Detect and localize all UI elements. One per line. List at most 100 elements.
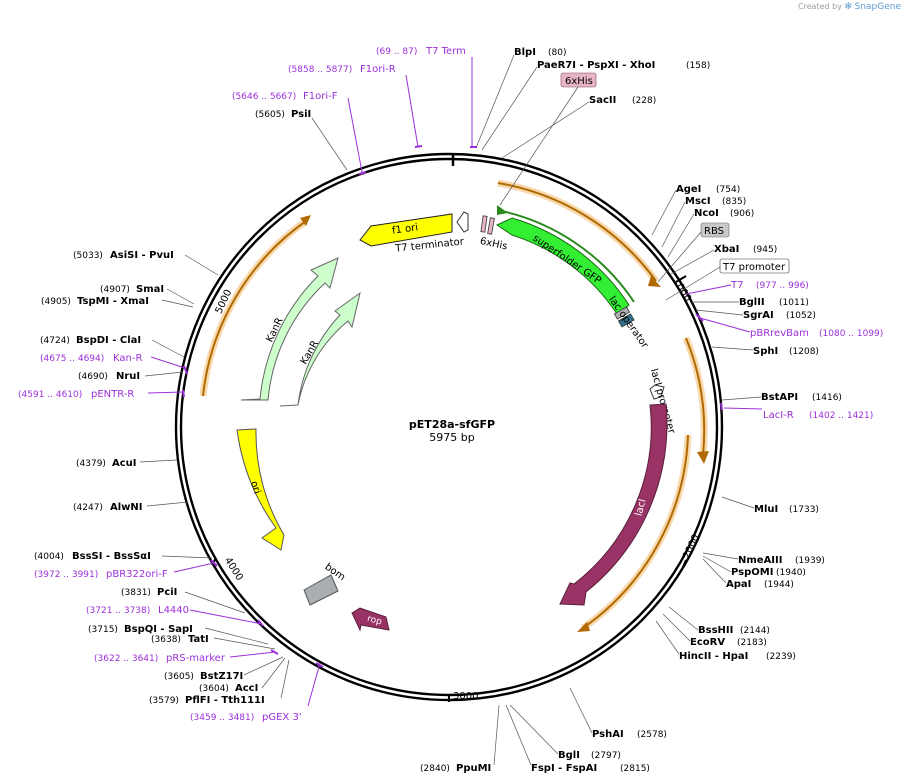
svg-text:PshAI: PshAI [592, 729, 624, 740]
enzyme-paer7i[interactable]: PaeR7I - PspXI - XhoI (158) [537, 60, 710, 71]
rop-feature[interactable] [351, 607, 390, 632]
primer-f1orir[interactable]: (5858 .. 5877) F1ori-R [288, 64, 396, 75]
svg-text:(4591 .. 4610): (4591 .. 4610) [18, 390, 82, 400]
lac-operator-box[interactable] [613, 306, 631, 320]
enzyme-bglii[interactable]: BglII (1011) [739, 297, 809, 308]
enzyme-ppumi[interactable]: (2840) PpuMI [420, 763, 491, 774]
snapgene-credit: Created by ✻ SnapGene [798, 2, 901, 12]
primer-prsmarker[interactable]: (3622 .. 3641) pRS-marker [94, 653, 226, 664]
his-tag-box-label: 6xHis [565, 76, 593, 87]
enzyme-blpi[interactable]: BlpI (80) [514, 47, 566, 58]
rbs-box[interactable]: RBS [700, 222, 730, 238]
svg-text:(5605): (5605) [255, 110, 285, 120]
his-tag-box[interactable]: 6xHis [560, 72, 597, 88]
his-tag-feature-2[interactable] [487, 217, 495, 235]
kanr-feature-1[interactable] [240, 257, 339, 401]
enzyme-bstapi[interactable]: BstAPI (1416) [761, 392, 842, 403]
enzyme-tspmi[interactable]: (4905) TspMI - XmaI [41, 296, 149, 307]
svg-text:BspQI - SapI: BspQI - SapI [124, 624, 193, 635]
primer-f1orif[interactable]: (5646 .. 5667) F1ori-F [232, 91, 338, 102]
svg-text:(1208): (1208) [789, 347, 819, 357]
primer-pbr322orif[interactable]: (3972 .. 3991) pBR322ori-F [34, 569, 168, 580]
svg-text:(228): (228) [632, 96, 656, 106]
enzyme-bspqi[interactable]: (3715) BspQI - SapI [88, 624, 193, 635]
enzyme-sphi[interactable]: SphI (1208) [753, 346, 819, 357]
primer-pbrrevbam[interactable]: pBRrevBam (1080 .. 1099) [750, 328, 883, 339]
enzyme-pcii[interactable]: (3831) PciI [121, 587, 177, 598]
ori-label: ori [248, 480, 262, 496]
enzyme-asisi[interactable]: (5033) AsiSI - PvuI [73, 250, 174, 261]
his-tag-feature[interactable] [480, 215, 488, 233]
laci-promoter-feature[interactable] [649, 384, 665, 400]
svg-text:BssHII: BssHII [698, 625, 733, 636]
primer-pgex3[interactable]: (3459 .. 3481) pGEX 3' [190, 712, 302, 723]
svg-text:(5858 .. 5877): (5858 .. 5877) [288, 65, 352, 75]
enzyme-pshai[interactable]: PshAI (2578) [592, 729, 667, 740]
primer-t7term[interactable]: (69 .. 87) T7 Term [376, 46, 466, 57]
enzyme-fspi[interactable]: FspI - FspAI (2815) [531, 763, 650, 774]
svg-text:pENTR-R: pENTR-R [91, 389, 134, 400]
enzyme-bsssi[interactable]: (4004) BssSI - BssSαI [34, 551, 151, 562]
svg-text:(4905): (4905) [41, 297, 71, 307]
t7-promoter-box[interactable]: T7 promoter [719, 258, 790, 274]
enzyme-tati[interactable]: (3638) TatI [151, 634, 209, 645]
enzyme-nrui[interactable]: (4690) NruI [78, 371, 140, 382]
svg-text:AccI: AccI [235, 683, 258, 694]
svg-text:LacI-R: LacI-R [763, 410, 794, 421]
svg-text:(80): (80) [548, 48, 566, 58]
svg-text:(945): (945) [753, 245, 777, 255]
svg-text:(1733): (1733) [789, 505, 819, 515]
svg-text:(4690): (4690) [78, 372, 108, 382]
svg-text:BssSI - BssSαI: BssSI - BssSαI [72, 551, 151, 562]
primer-t7[interactable]: T7 (977 .. 996) [730, 280, 809, 291]
enzyme-hincii[interactable]: HincII - HpaI (2239) [679, 651, 796, 662]
plasmid-length: 5975 bp [429, 431, 474, 444]
enzyme-acui[interactable]: (4379) AcuI [76, 458, 137, 469]
bom-feature[interactable] [303, 574, 339, 606]
svg-text:pRS-marker: pRS-marker [166, 653, 226, 664]
enzyme-mlui[interactable]: MluI (1733) [754, 504, 819, 515]
svg-text:pGEX 3': pGEX 3' [262, 712, 302, 723]
svg-text:MscI: MscI [685, 196, 711, 207]
enzyme-smai[interactable]: (4907) SmaI [100, 284, 164, 295]
laci-feature[interactable] [559, 403, 668, 606]
superfolder-gfp-feature[interactable] [495, 217, 630, 315]
enzyme-sgrai[interactable]: SgrAI (1052) [743, 310, 816, 321]
enzyme-psii[interactable]: (5605) PsiI [255, 109, 311, 120]
enzyme-acci[interactable]: (3604) AccI [199, 683, 258, 694]
f1-ori-feature[interactable] [359, 213, 453, 247]
enzyme-bsshii[interactable]: BssHII (2144) [698, 625, 770, 636]
enzyme-nmeaiii[interactable]: NmeAIII (1939) [738, 555, 825, 566]
svg-text:SmaI: SmaI [136, 284, 164, 295]
ori-feature[interactable] [236, 428, 285, 551]
enzyme-apai[interactable]: ApaI (1944) [726, 579, 794, 590]
f1-ori-label: f1 ori [391, 222, 418, 237]
enzyme-bspdi[interactable]: (4724) BspDI - ClaI [40, 335, 141, 346]
enzyme-msci[interactable]: MscI (835) [685, 196, 746, 207]
svg-text:AgeI: AgeI [676, 184, 701, 195]
enzyme-sacii[interactable]: SacII (228) [589, 95, 656, 106]
svg-text:BglI: BglI [558, 750, 580, 761]
enzyme-bgli[interactable]: BglI (2797) [558, 750, 621, 761]
primer-pentrr[interactable]: (4591 .. 4610) pENTR-R [18, 389, 134, 400]
enzyme-alwni[interactable]: (4247) AlwNI [73, 502, 143, 513]
primer-kanr[interactable]: (4675 .. 4694) Kan-R [40, 353, 142, 364]
primer-l4440[interactable]: (3721 .. 3738) L4440 [86, 605, 189, 616]
enzyme-ecorv[interactable]: EcoRV (2183) [690, 637, 767, 648]
kanr-feature-2[interactable] [279, 291, 361, 407]
enzyme-ncoi[interactable]: NcoI (906) [694, 208, 754, 219]
svg-text:NmeAIII: NmeAIII [738, 555, 782, 566]
enzyme-pflfi[interactable]: (3579) PflFI - Tth111I [149, 695, 265, 706]
svg-text:pBRrevBam: pBRrevBam [750, 328, 809, 339]
primer-lacir[interactable]: LacI-R (1402 .. 1421) [763, 410, 873, 421]
svg-text:(3831): (3831) [121, 588, 151, 598]
enzyme-bstz17i[interactable]: (3605) BstZ17I [164, 671, 243, 682]
svg-text:AcuI: AcuI [112, 458, 137, 469]
svg-text:(158): (158) [686, 61, 710, 71]
enzyme-pspomi[interactable]: PspOMI (1940) [731, 567, 806, 578]
enzyme-xbai[interactable]: XbaI (945) [714, 244, 777, 255]
lac-operator-feature[interactable] [617, 313, 635, 328]
enzyme-agei[interactable]: AgeI (754) [676, 184, 740, 195]
t7-terminator-feature[interactable] [456, 211, 469, 233]
svg-text:FspI - FspAI: FspI - FspAI [531, 763, 597, 774]
